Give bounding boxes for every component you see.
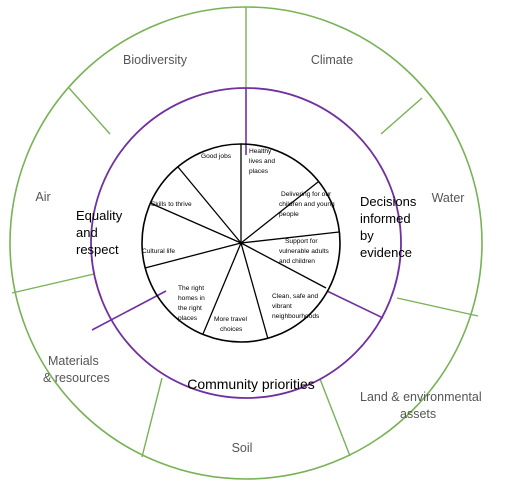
inner-spoke-4	[240, 242, 327, 289]
label-land-line1: Land & environmental	[360, 390, 482, 404]
label-community-priorities: Community priorities	[187, 376, 315, 392]
label-climate: Climate	[311, 53, 353, 67]
outer-divider-lower-right	[319, 378, 351, 457]
label-materials-line1: Materials	[48, 354, 99, 368]
label-materials-line2: & resources	[43, 371, 110, 385]
label-homes-line1: The right	[178, 285, 204, 292]
label-land-line2: assets	[400, 407, 436, 421]
label-healthy-line2: lives and	[249, 158, 275, 165]
label-delivering-line3: people	[279, 211, 299, 218]
label-clean-line3: neighbourhoods	[272, 313, 320, 320]
outer-ring-labels: Biodiversity Climate Water Air Materials…	[35, 53, 481, 455]
label-decisions-line4: evidence	[360, 245, 412, 260]
outer-ring	[9, 6, 483, 480]
middle-divider-lower-right	[326, 290, 384, 319]
label-homes-line4: places	[178, 315, 198, 322]
outer-divider-left	[11, 273, 95, 294]
label-air: Air	[35, 190, 50, 204]
inner-spoke-5	[240, 242, 269, 340]
inner-circle	[141, 143, 341, 343]
inner-spoke-8	[149, 202, 242, 244]
inner-spoke-9	[177, 166, 242, 244]
label-equality-line2: and	[76, 225, 98, 240]
outer-divider-upper-right	[380, 97, 423, 135]
outer-divider-right	[396, 297, 479, 317]
label-biodiversity: Biodiversity	[123, 53, 188, 67]
outer-divider-lower-left	[141, 377, 163, 458]
label-healthy-line1: Healthy	[249, 148, 272, 155]
label-decisions-line2: informed	[360, 211, 411, 226]
label-decisions-line3: by	[360, 228, 374, 243]
inner-spoke-6	[202, 242, 242, 335]
label-support-line1: Support for	[285, 238, 318, 245]
label-soil: Soil	[232, 441, 253, 455]
inner-spoke-7	[144, 242, 242, 269]
label-homes-line3: the right	[178, 305, 202, 312]
label-good-jobs: Good jobs	[201, 153, 232, 160]
label-cultural-life: Cultural life	[142, 248, 175, 255]
middle-divider-lower-left	[91, 290, 167, 331]
label-travel-line2: choices	[220, 326, 243, 333]
inner-spoke-2	[240, 181, 319, 244]
middle-ring-labels: Equality and respect Decisions informed …	[76, 194, 417, 392]
label-skills-to-thrive: Skills to thrive	[151, 201, 192, 208]
label-support-line3: and children	[279, 258, 315, 265]
label-homes-line2: homes in	[178, 295, 205, 302]
label-delivering-line2: children and young	[279, 201, 335, 208]
label-equality-line3: respect	[76, 242, 119, 257]
inner-circle-labels: Good jobs Healthy lives and places Deliv…	[142, 148, 335, 333]
label-clean-line2: vibrant	[272, 303, 292, 310]
label-water: Water	[432, 191, 465, 205]
label-travel-line1: More travel	[214, 316, 248, 323]
label-delivering-line1: Delivering for our	[281, 191, 332, 198]
outer-divider-upper-left	[68, 87, 111, 135]
label-decisions-line1: Decisions	[360, 194, 417, 209]
middle-ring	[90, 87, 402, 399]
label-clean-line1: Clean, safe and	[272, 293, 319, 300]
label-equality-line1: Equality	[76, 208, 123, 223]
label-support-line2: vulnerable adults	[279, 248, 330, 255]
inner-spoke-3	[240, 231, 340, 244]
label-healthy-line3: places	[249, 168, 269, 175]
